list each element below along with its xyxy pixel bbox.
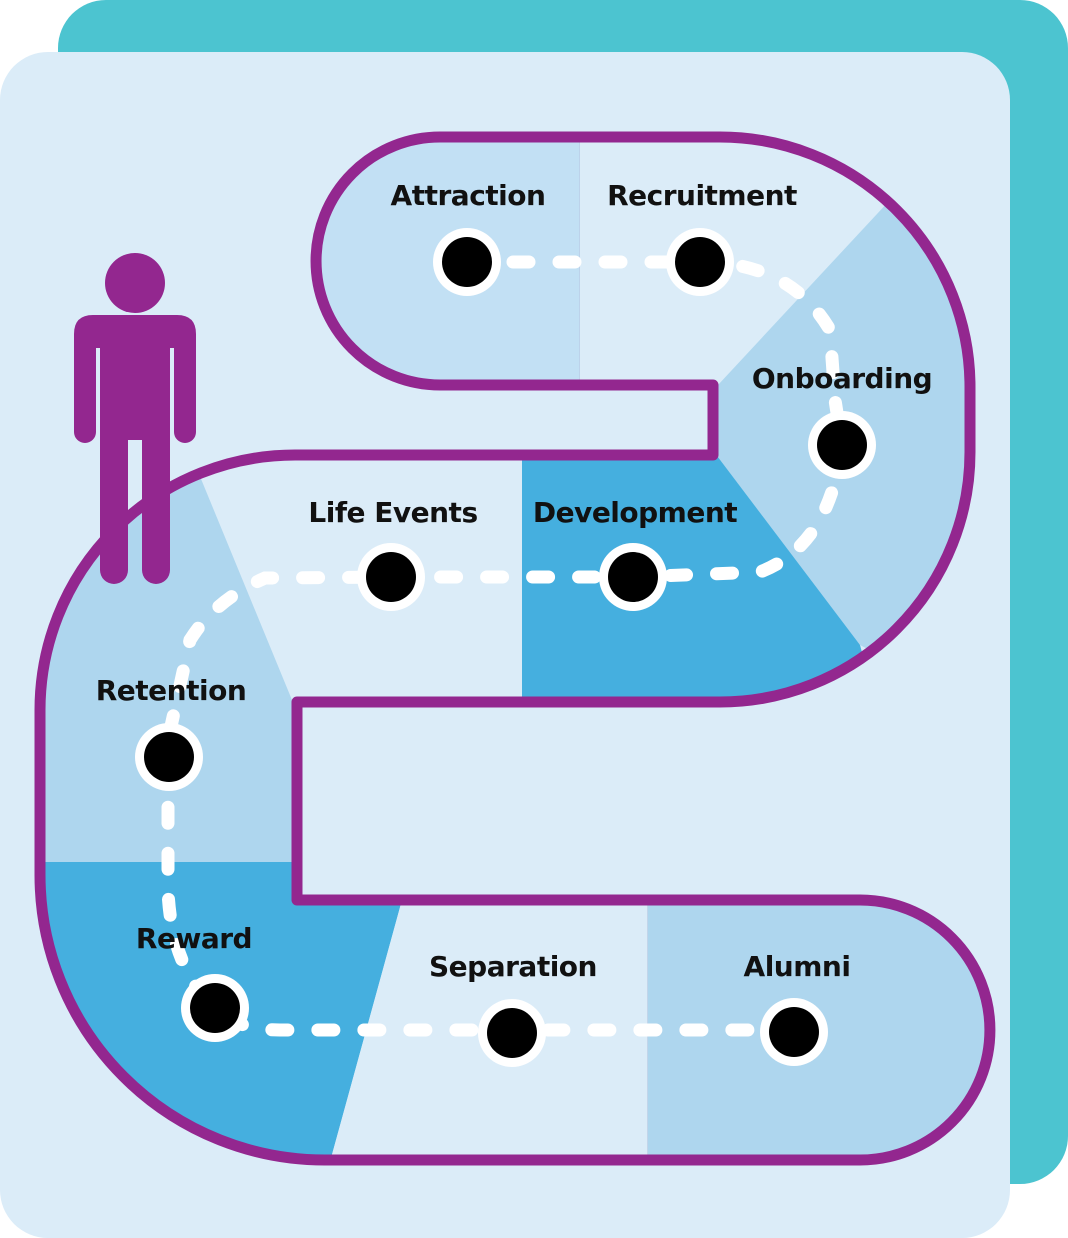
stage-separation: Separation — [429, 950, 597, 1067]
stage-label: Development — [533, 496, 737, 529]
stage-node-dot — [769, 1007, 819, 1057]
stage-onboarding: Onboarding — [752, 362, 933, 479]
stage-label: Attraction — [391, 179, 546, 212]
stage-label: Reward — [136, 922, 252, 955]
stage-node-dot — [487, 1008, 537, 1058]
stage-attraction: Attraction — [391, 179, 546, 296]
stage-life-events: Life Events — [308, 496, 478, 611]
stage-node-dot — [817, 420, 867, 470]
stage-alumni: Alumni — [744, 950, 851, 1066]
stage-label: Alumni — [744, 950, 851, 983]
path-outline — [34, 131, 996, 1166]
stage-node-dot — [675, 237, 725, 287]
stage-label: Life Events — [308, 496, 477, 529]
stage-label: Onboarding — [752, 362, 932, 395]
stage-label: Separation — [429, 950, 597, 983]
stage-label: Recruitment — [607, 179, 797, 212]
person-icon — [74, 253, 196, 584]
stage-node-dot — [366, 552, 416, 602]
stage-retention: Retention — [96, 674, 247, 791]
stage-node-dot — [144, 732, 194, 782]
stage-node-dot — [608, 552, 658, 602]
stage-development: Development — [533, 496, 738, 611]
region-recruitment — [580, 137, 900, 385]
stage-node-dot — [442, 237, 492, 287]
stage-reward: Reward — [136, 922, 253, 1042]
stage-label: Retention — [96, 674, 247, 707]
stage-node-dot — [190, 983, 240, 1033]
region-development — [522, 440, 880, 720]
stage-recruitment: Recruitment — [607, 179, 798, 296]
journey-dashed-line — [161, 255, 849, 1037]
